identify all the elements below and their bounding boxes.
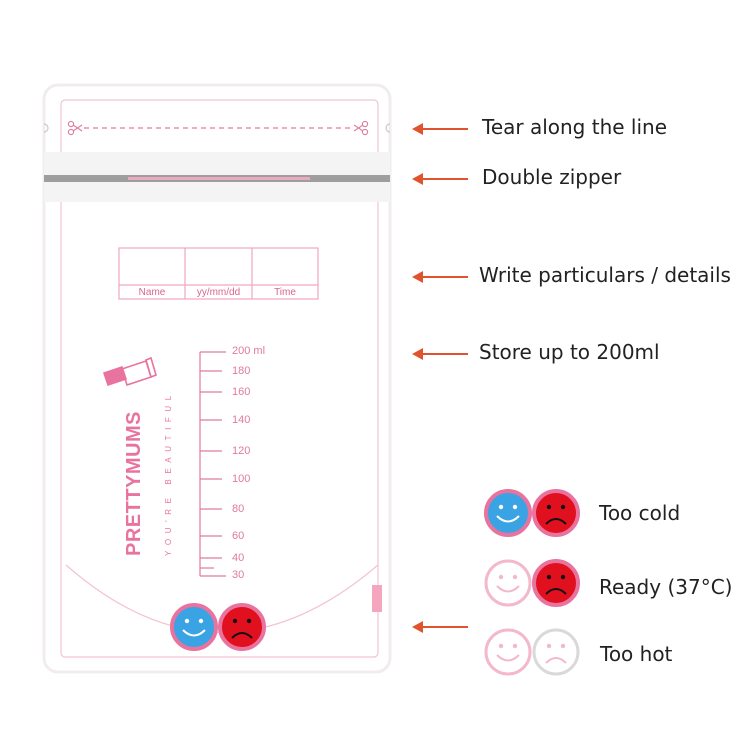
- bag-outline: [42, 83, 392, 674]
- label-column-name: Name: [138, 287, 166, 298]
- legend-label-too-hot: Too hot: [600, 642, 673, 666]
- callout-write-details: Write particulars / details: [479, 263, 731, 287]
- brand-tagline: YOU'RE BEAUTIFUL: [164, 390, 173, 556]
- legend-too-cold-sad-red-icon: [532, 489, 580, 537]
- scale-label: 120: [232, 445, 251, 457]
- label-box: [118, 247, 319, 300]
- callout-tear-line: Tear along the line: [482, 115, 668, 139]
- callout-arrow: [412, 123, 468, 135]
- legend-too-cold-happy-blue-icon: [484, 489, 532, 537]
- callout-arrow: [412, 621, 468, 633]
- callout-store-capacity: Store up to 200ml: [479, 340, 660, 364]
- legend-label-ready: Ready (37°C): [599, 575, 733, 599]
- legend-label-too-cold: Too cold: [599, 501, 681, 525]
- volume-scale: [199, 351, 226, 577]
- bag-indicator-happy-blue-icon: [170, 603, 218, 651]
- scale-label: 30: [232, 569, 245, 581]
- baby-bottle-icon: [102, 356, 157, 387]
- callout-arrow: [412, 173, 468, 185]
- scale-label: 180: [232, 365, 251, 377]
- tear-notch-right: [385, 123, 391, 133]
- callout-arrow: [412, 271, 468, 283]
- legend-too-hot-sad-pale-icon: [532, 628, 580, 676]
- zipper-print: [128, 177, 310, 180]
- callout-arrow: [412, 348, 468, 360]
- side-tab: [372, 585, 382, 612]
- scale-label: 100: [232, 473, 251, 485]
- scale-label-max: 200 ml: [232, 345, 266, 357]
- legend-ready-sad-red-icon: [532, 559, 580, 607]
- scale-label: 140: [232, 414, 251, 426]
- bag-indicator-sad-red-icon: [218, 603, 266, 651]
- tear-notch-left: [43, 123, 49, 133]
- scale-label: 40: [232, 552, 245, 564]
- brand-name: PRETTYMUMS: [123, 411, 145, 556]
- label-column-date: yy/mm/dd: [196, 287, 241, 298]
- bag-inner-seal: [60, 99, 379, 658]
- scale-label: 160: [232, 386, 251, 398]
- label-column-time: Time: [274, 287, 296, 298]
- legend-ready-happy-pale-icon: [484, 559, 532, 607]
- legend-too-hot-happy-pale-icon: [484, 628, 532, 676]
- callout-double-zipper: Double zipper: [482, 165, 622, 189]
- scissors-icon-left: [67, 120, 83, 136]
- scale-label: 60: [232, 530, 245, 542]
- scale-label: 80: [232, 503, 245, 515]
- scissors-icon-right: [353, 120, 369, 136]
